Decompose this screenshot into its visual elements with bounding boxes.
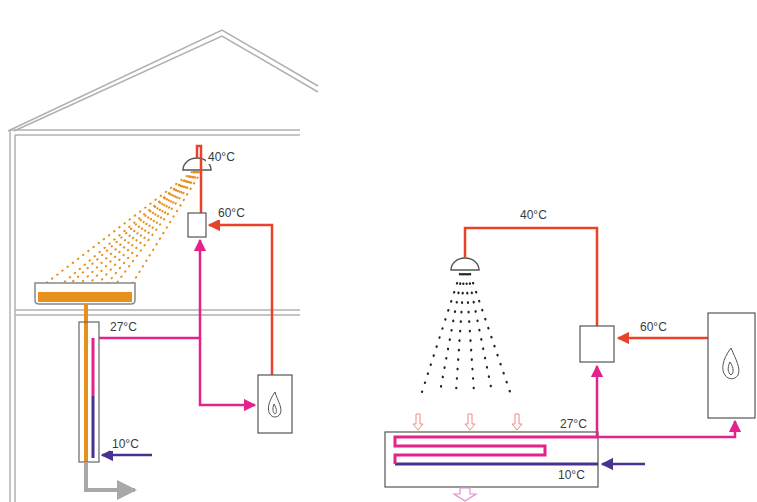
preheated-pipe [395, 437, 598, 464]
cold-pipe [92, 396, 95, 458]
falling-water-arrows [413, 414, 522, 430]
spray-line [62, 172, 194, 284]
waste-water [38, 292, 132, 302]
floor-line [15, 314, 300, 316]
roof-line [8, 30, 318, 131]
spray-line [89, 172, 196, 284]
spray-line [466, 274, 474, 392]
hot-water-pipe [209, 225, 272, 375]
house-outline [8, 30, 318, 502]
temperature-label: 60°C [216, 206, 247, 220]
water-spray [45, 172, 201, 284]
spray-line [116, 172, 199, 284]
shower-head [451, 258, 479, 270]
down-arrow [413, 414, 423, 430]
spray-line [468, 274, 492, 392]
mixing-valve [188, 213, 206, 237]
drain-outflow-arrow [454, 488, 476, 501]
wall-line [9, 130, 11, 502]
mixed-water-pipe [197, 146, 201, 213]
preheated-water-pipe [596, 366, 599, 437]
spray-line [98, 172, 197, 284]
flame-icon [268, 392, 281, 417]
cold-water-inlet [602, 463, 645, 466]
shower-tray [35, 283, 135, 304]
boiler [708, 313, 755, 418]
floor-line [15, 309, 300, 311]
spray-line [422, 274, 460, 392]
mixing-valve [580, 326, 614, 362]
roof-line [14, 36, 318, 131]
temperature-label: 27°C [108, 320, 139, 334]
preheated-pipe [92, 338, 95, 396]
temperature-label: 40°C [518, 208, 549, 222]
temperature-label: 10°C [556, 468, 587, 482]
spray-line [80, 172, 195, 284]
down-arrow [465, 414, 475, 430]
spray-line [470, 274, 510, 392]
spray-line [440, 274, 462, 392]
temperature-label: 40°C [206, 150, 237, 164]
ceiling-line [10, 129, 300, 131]
spray-line [70, 172, 194, 284]
spray-line [456, 274, 464, 392]
preheated-water-pipe [598, 421, 735, 437]
cold-water-inlet [102, 454, 152, 457]
heat-exchanger [79, 322, 99, 462]
drain-outflow [86, 462, 135, 490]
mixed-water-pipe [465, 228, 597, 326]
ceiling-line [15, 134, 300, 136]
wall-line [14, 135, 16, 502]
down-arrow [512, 414, 522, 430]
temperature-label: 60°C [638, 320, 669, 334]
temperature-label: 10°C [110, 437, 141, 451]
hot-water-pipe [618, 337, 708, 340]
drain-pipe [84, 304, 88, 462]
water-spray [422, 274, 510, 392]
preheated-water-pipe [99, 240, 200, 338]
flame-icon [723, 348, 739, 379]
heat-exchanger [385, 432, 598, 487]
temperature-label: 27°C [558, 417, 589, 431]
cold-pipe [395, 463, 598, 466]
boiler [258, 375, 292, 433]
preheated-water-pipe [200, 338, 255, 405]
spray-line [107, 172, 198, 284]
spray-line [45, 172, 192, 284]
